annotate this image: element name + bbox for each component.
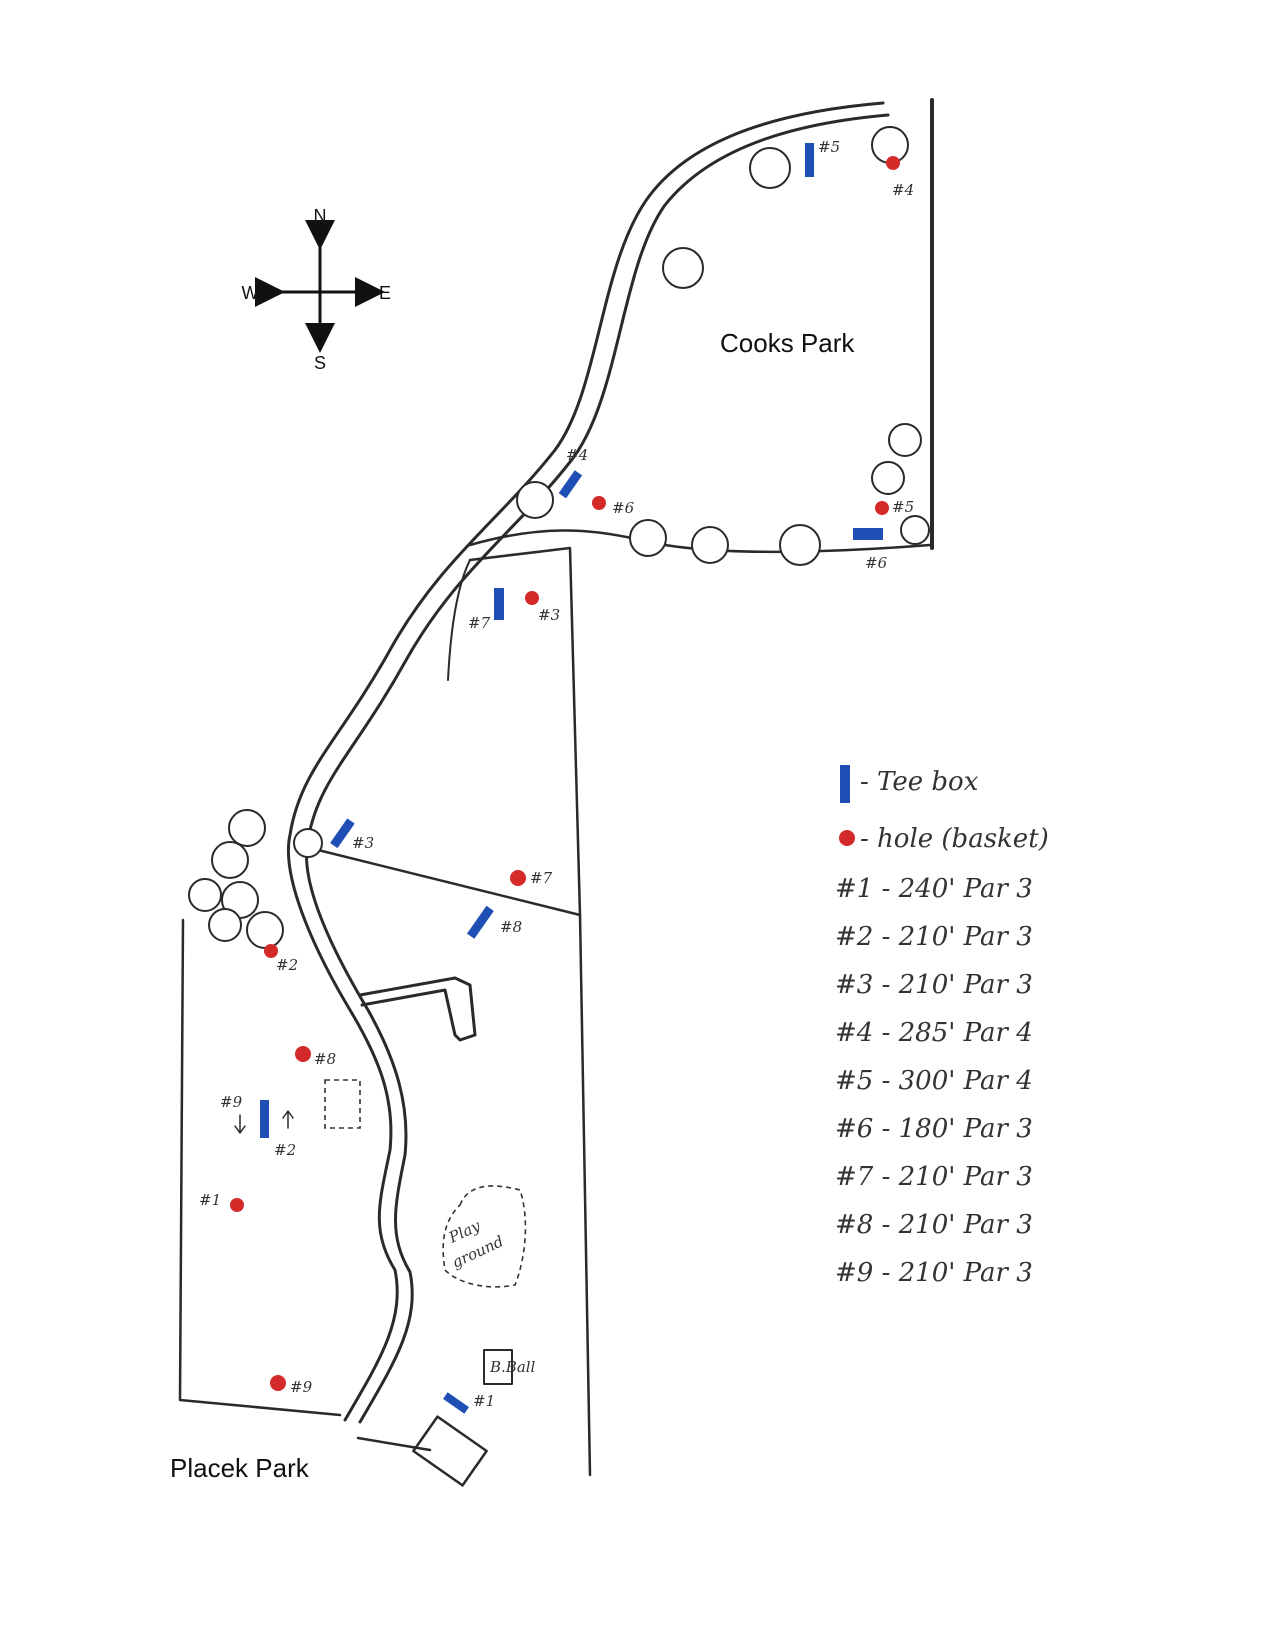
legend-hole-5: #5 - 300' Par 4 <box>835 1066 1033 1096</box>
legend-hole-9: #9 - 210' Par 3 <box>835 1258 1033 1288</box>
legend-hole-2: #2 - 210' Par 3 <box>835 922 1033 952</box>
placek-boundary <box>178 918 432 1452</box>
basket-3 <box>525 591 539 605</box>
tee-box-4 <box>558 470 583 499</box>
legend-hole-8: #8 - 210' Par 3 <box>835 1210 1033 1240</box>
placek-park-label: Placek Park <box>170 1453 310 1483</box>
tee-label-5: #5 <box>818 138 840 156</box>
tee-label-3: #3 <box>352 834 374 852</box>
legend-hole-swatch <box>839 830 855 846</box>
tee-box-5 <box>805 143 814 177</box>
basket-label-6: #6 <box>612 499 635 517</box>
tee-box-8 <box>466 905 494 939</box>
playground-area: Play ground <box>324 1079 527 1288</box>
legend-tee-box-swatch <box>840 765 850 803</box>
basket-6 <box>592 496 606 510</box>
trees <box>188 126 930 949</box>
tee-box-2 <box>260 1100 269 1138</box>
tee-label-4: #4 <box>566 446 588 464</box>
legend: - Tee box - hole (basket) #1 - 240' Par … <box>835 765 1049 1288</box>
tee-box-7 <box>494 588 504 620</box>
basket-8 <box>295 1046 311 1062</box>
compass-west-label: W <box>242 283 259 303</box>
basket-7 <box>510 870 526 886</box>
cooks-park-label: Cooks Park <box>720 328 855 358</box>
compass-rose: N E S W <box>242 206 392 373</box>
basket-label-1: #1 <box>199 1191 221 1209</box>
tee-label-1: #1 <box>473 1392 495 1410</box>
tee-label-7: #7 <box>468 614 491 632</box>
compass-north-label: N <box>314 206 327 226</box>
tee-label-6: #6 <box>865 554 888 572</box>
basket-label-7: #7 <box>530 869 553 887</box>
bball-label: B.Ball <box>489 1358 536 1376</box>
basket-label-5: #5 <box>892 498 914 516</box>
legend-tee-box-label: - Tee box <box>860 767 979 797</box>
basket-1 <box>230 1198 244 1212</box>
basket-label-8: #8 <box>314 1050 336 1068</box>
basket-9 <box>270 1375 286 1391</box>
tee-label-9: #9 <box>220 1093 243 1111</box>
basket-label-3: #3 <box>538 606 560 624</box>
park-path <box>287 101 890 1424</box>
shelter-building <box>412 1415 488 1487</box>
tee-label-2: #2 <box>274 1141 296 1159</box>
tee-boxes <box>260 143 883 1414</box>
tee-box-6 <box>853 528 883 540</box>
baskets <box>230 156 900 1391</box>
basketball-court: B.Ball <box>483 1349 536 1385</box>
tee-box-3 <box>330 818 355 849</box>
legend-hole-label: - hole (basket) <box>860 824 1049 854</box>
basket-5 <box>875 501 889 515</box>
map-labels: #1 #2 #3 #4 #5 #6 #7 #8 #9 #1 #2 #3 #4 #… <box>199 138 914 1410</box>
basket-label-9: #9 <box>290 1378 313 1396</box>
legend-hole-3: #3 - 210' Par 3 <box>835 970 1033 1000</box>
legend-hole-7: #7 - 210' Par 3 <box>835 1162 1033 1192</box>
basket-label-4: #4 <box>892 181 914 199</box>
basket-4 <box>886 156 900 170</box>
legend-hole-6: #6 - 180' Par 3 <box>835 1114 1033 1144</box>
tee-label-8: #8 <box>500 918 522 936</box>
tee-box-1 <box>443 1392 469 1414</box>
basket-label-2: #2 <box>276 956 298 974</box>
legend-hole-1: #1 - 240' Par 3 <box>835 874 1033 904</box>
compass-east-label: E <box>379 283 391 303</box>
middle-field-boundary <box>308 546 592 1477</box>
basket-2 <box>264 944 278 958</box>
compass-south-label: S <box>314 353 326 373</box>
parking-spur <box>358 976 477 1042</box>
legend-hole-4: #4 - 285' Par 4 <box>835 1018 1033 1048</box>
